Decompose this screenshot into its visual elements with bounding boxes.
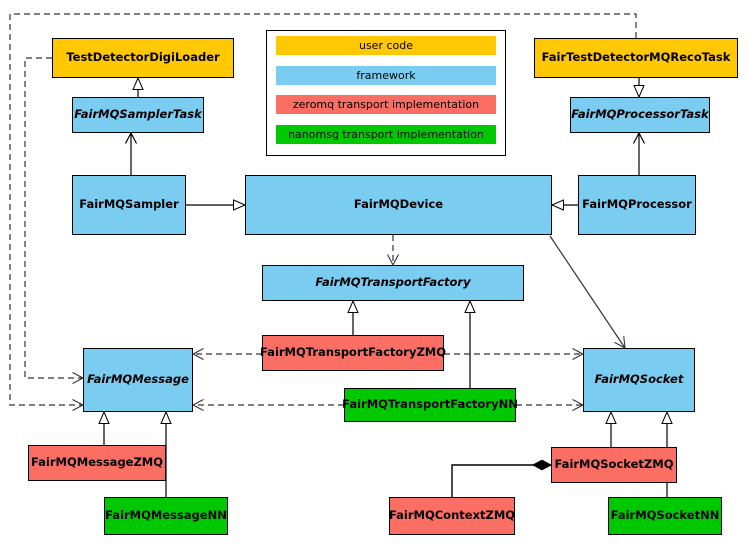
class-node-fairmqsampler[interactable]: FairMQSampler <box>72 175 186 235</box>
class-label-fairmqprocessor: FairMQProcessor <box>582 197 692 212</box>
class-label-fairmqdevice: FairMQDevice <box>353 197 444 212</box>
edge-contextzmq-socketzmq <box>451 465 551 497</box>
legend-label-framework: framework <box>356 69 416 82</box>
edge-digiloader-message <box>24 57 85 384</box>
legend-item-framework: framework <box>276 66 496 85</box>
class-node-testdetectordigiloader[interactable]: TestDetectorDigiLoader <box>52 38 234 78</box>
class-label-fairmqtransportfactorynn: FairMQTransportFactoryNN <box>342 397 518 412</box>
class-label-fairmqtransportfactory: FairMQTransportFactory <box>315 275 471 290</box>
class-node-fairmqmessage[interactable]: FairMQMessage <box>83 348 193 412</box>
class-label-fairmqsamplertask: FairMQSamplerTask <box>74 107 202 122</box>
class-node-fairmqtransportfactoryzmq[interactable]: FairMQTransportFactoryZMQ <box>260 335 447 371</box>
class-node-fairmqsocketzmq[interactable]: FairMQSocketZMQ <box>551 447 677 483</box>
class-node-fairmqmessagenn[interactable]: FairMQMessageNN <box>104 497 228 535</box>
class-node-fairmqsocketnn[interactable]: FairMQSocketNN <box>608 497 722 535</box>
class-label-fairmqsampler: FairMQSampler <box>79 197 179 212</box>
legend-item-user-code: user code <box>276 36 496 55</box>
class-label-fairmqsocketzmq: FairMQSocketZMQ <box>554 457 674 472</box>
class-node-fairmqtransportfactorynn[interactable]: FairMQTransportFactoryNN <box>342 388 518 422</box>
class-node-fairmqsocket[interactable]: FairMQSocket <box>583 348 695 412</box>
class-label-fairmqsocketnn: FairMQSocketNN <box>610 508 720 523</box>
class-node-fairmqsamplertask[interactable]: FairMQSamplerTask <box>72 97 204 133</box>
class-node-fairmqprocessortask[interactable]: FairMQProcessorTask <box>570 97 710 133</box>
class-node-fairmqmessagezmq[interactable]: FairMQMessageZMQ <box>28 445 166 481</box>
legend-label-zeromq: zeromq transport implementation <box>292 98 480 111</box>
edge-device-socket <box>549 235 626 349</box>
class-node-fairtestdetectormqrecotask[interactable]: FairTestDetectorMQRecoTask <box>534 38 738 78</box>
class-label-fairmqtransportfactoryzmq: FairMQTransportFactoryZMQ <box>260 345 447 360</box>
class-node-fairmqdevice[interactable]: FairMQDevice <box>245 175 552 235</box>
class-label-fairmqsocket: FairMQSocket <box>594 372 684 387</box>
class-label-fairmqcontextzmq: FairMQContextZMQ <box>388 508 516 523</box>
class-node-fairmqtransportfactory[interactable]: FairMQTransportFactory <box>262 265 524 301</box>
class-label-fairmqmessagezmq: FairMQMessageZMQ <box>30 455 164 470</box>
legend-label-user-code: user code <box>358 39 414 52</box>
class-label-fairmqmessage: FairMQMessage <box>87 372 189 387</box>
class-node-fairmqprocessor[interactable]: FairMQProcessor <box>578 175 696 235</box>
class-label-testdetectordigiloader: TestDetectorDigiLoader <box>66 50 220 65</box>
edge-recotask-message <box>9 13 637 411</box>
legend-item-nanomsg: nanomsg transport implementation <box>276 125 496 144</box>
class-node-fairmqcontextzmq[interactable]: FairMQContextZMQ <box>389 497 515 535</box>
class-label-fairmqmessagenn: FairMQMessageNN <box>105 508 227 523</box>
class-label-fairmqprocessortask: FairMQProcessorTask <box>571 107 709 122</box>
legend-label-nanomsg: nanomsg transport implementation <box>288 128 484 141</box>
legend-item-zeromq: zeromq transport implementation <box>276 95 496 114</box>
class-label-fairtestdetectormqrecotask: FairTestDetectorMQRecoTask <box>541 50 731 65</box>
